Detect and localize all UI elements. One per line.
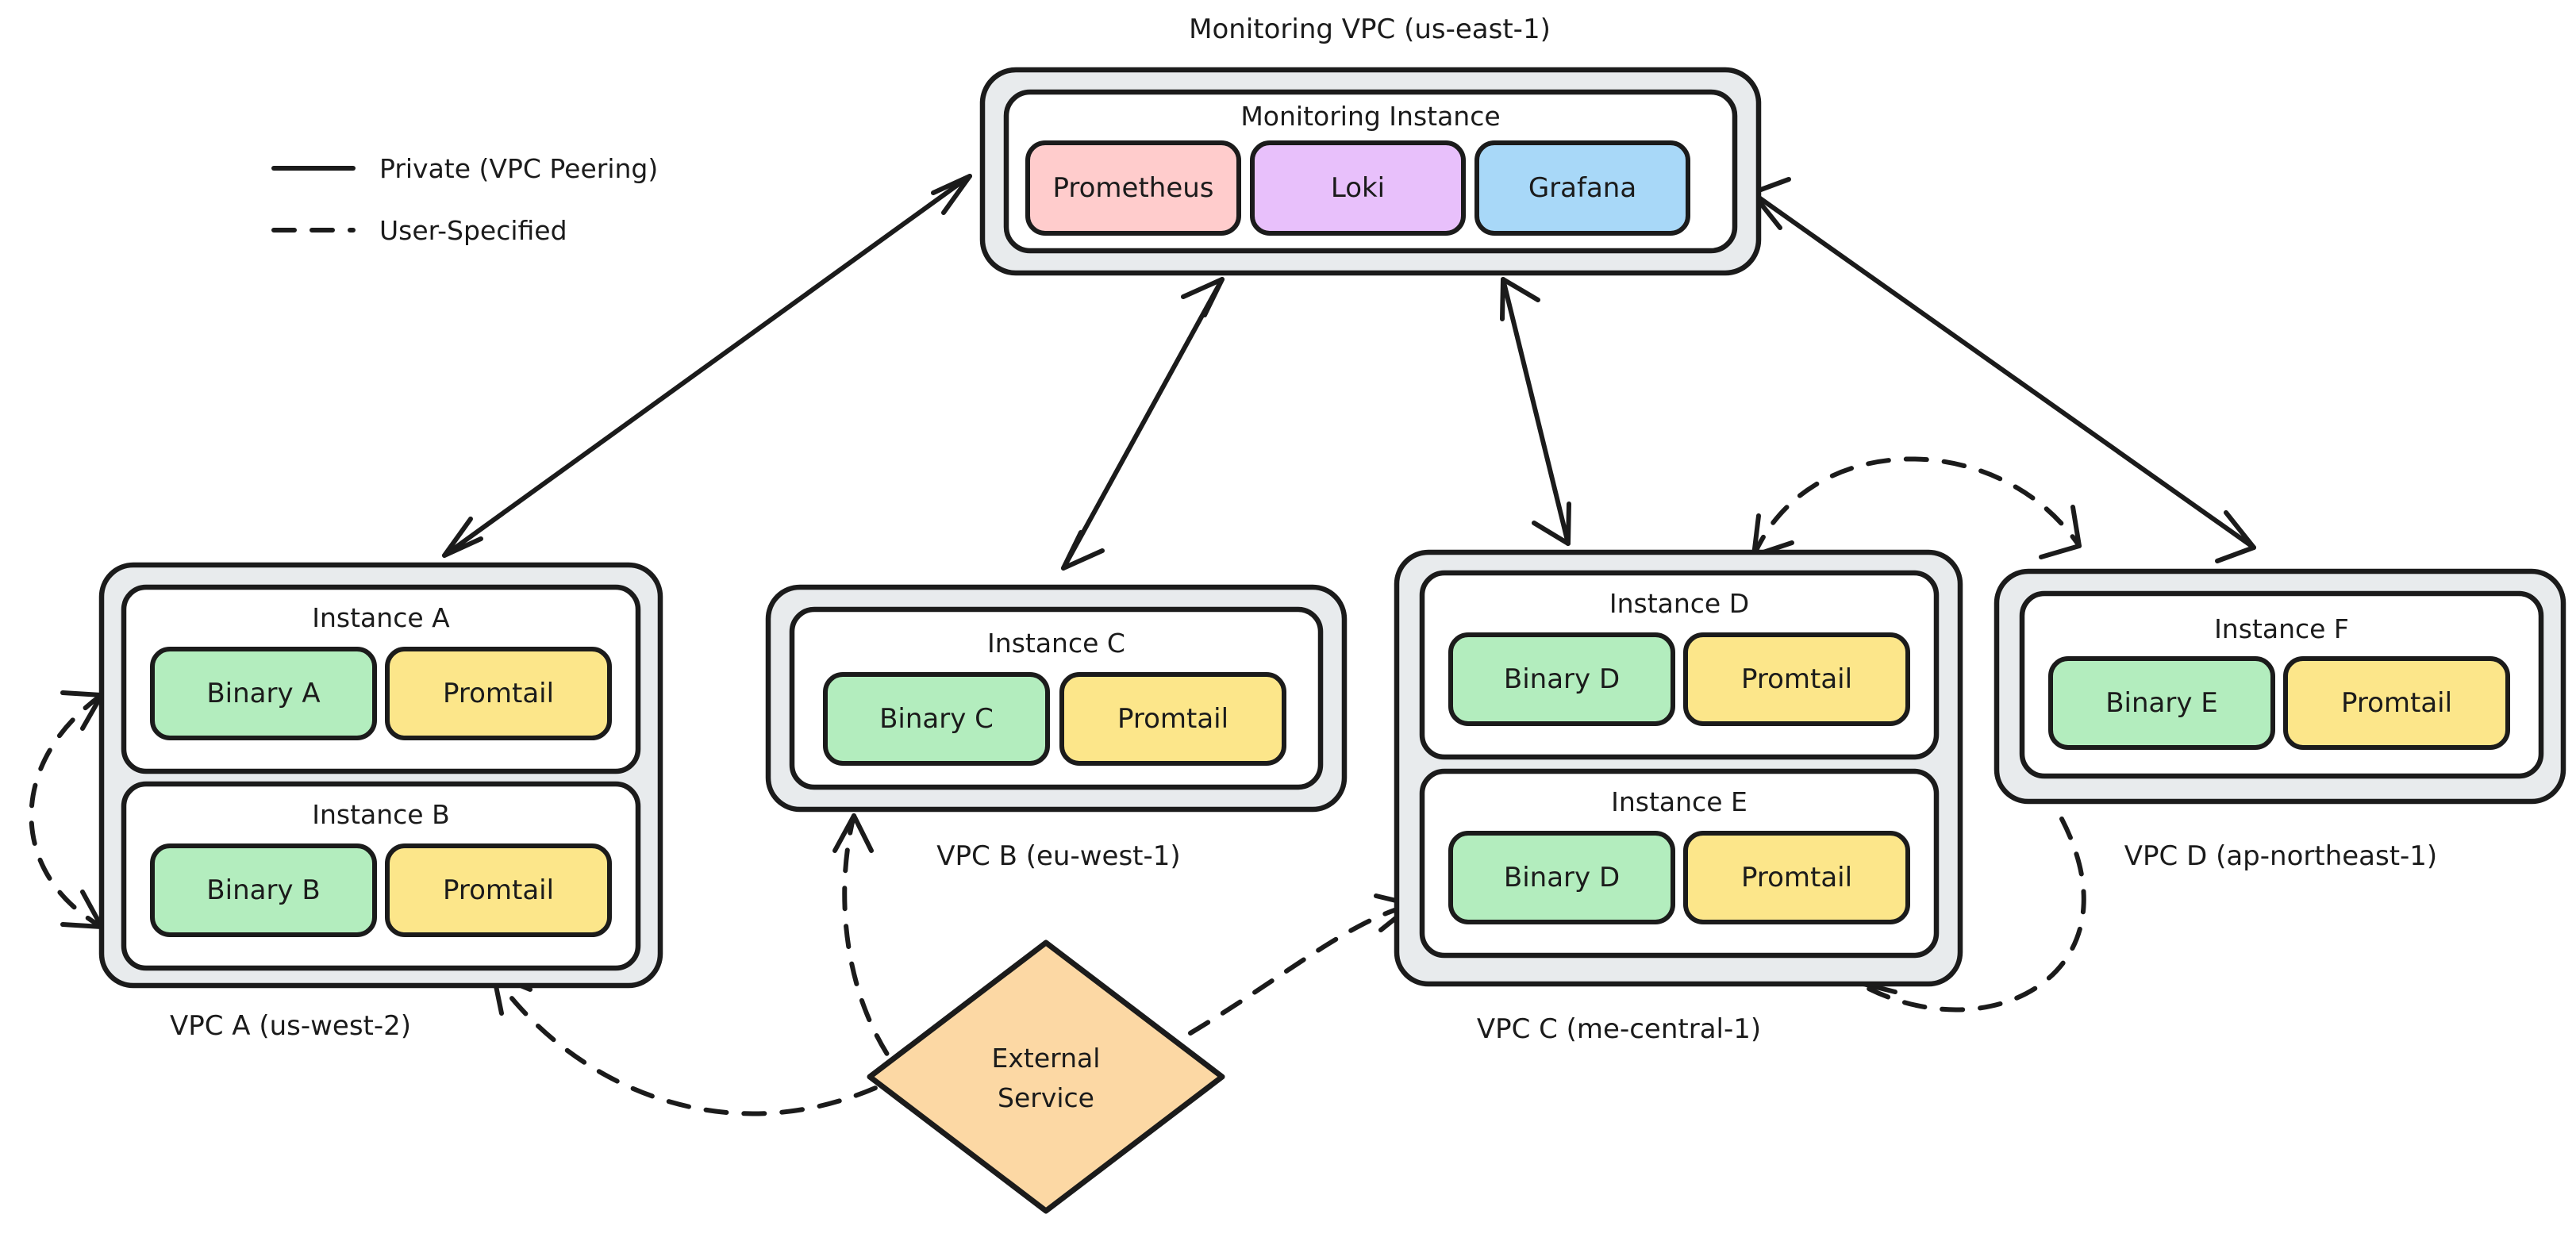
instance-a-label: Instance A bbox=[312, 602, 450, 633]
external-service-label-line2: Service bbox=[998, 1082, 1094, 1113]
binary-c-box[interactable] bbox=[823, 672, 1050, 766]
promtail-c-box[interactable] bbox=[1059, 672, 1286, 766]
promtail-a-label: Promtail bbox=[443, 678, 554, 709]
promtail-c-label: Promtail bbox=[1117, 703, 1228, 735]
binary-a-label: Binary A bbox=[206, 678, 320, 709]
binary-c-label: Binary C bbox=[879, 703, 994, 735]
instance-e[interactable]: Instance E Binary D Promtail bbox=[1419, 768, 1940, 959]
binary-e-instance-e-label: Binary D bbox=[1504, 862, 1620, 893]
grafana-label: Grafana bbox=[1528, 172, 1636, 204]
instance-d-label: Instance D bbox=[1609, 588, 1749, 619]
vpc-c[interactable]: VPC C (me-central-1) Instance D Binary D… bbox=[1394, 549, 1963, 1045]
external-service[interactable]: External Service bbox=[867, 940, 1225, 1214]
promtail-b-box[interactable] bbox=[385, 843, 612, 937]
connection-monitoring-to-vpc-a bbox=[442, 174, 972, 558]
connection-external-to-vpc-c bbox=[1188, 893, 1415, 1036]
vpc-c-label: VPC C (me-central-1) bbox=[1477, 1013, 1761, 1045]
binary-d-label: Binary D bbox=[1504, 663, 1620, 695]
legend-label-user-specified: User-Specified bbox=[379, 215, 567, 246]
prometheus-box[interactable] bbox=[1025, 140, 1241, 236]
connection-monitoring-to-vpc-c bbox=[1500, 277, 1571, 546]
monitoring-instance-label: Monitoring Instance bbox=[1240, 101, 1500, 132]
binary-b-label: Binary B bbox=[206, 874, 320, 906]
connection-instance-a-to-instance-b bbox=[29, 690, 104, 929]
connection-monitoring-to-vpc-b bbox=[1061, 277, 1225, 571]
connection-monitoring-to-vpc-d bbox=[1750, 177, 2256, 563]
binary-d-box[interactable] bbox=[1448, 632, 1675, 726]
instance-d[interactable]: Instance D Binary D Promtail bbox=[1419, 570, 1940, 760]
promtail-a-box[interactable] bbox=[385, 647, 612, 740]
binary-e-label: Binary E bbox=[2105, 687, 2218, 719]
promtail-e-box[interactable] bbox=[1683, 831, 1910, 924]
node-loki[interactable]: Loki bbox=[1250, 140, 1466, 236]
node-grafana[interactable]: Grafana bbox=[1474, 140, 1690, 236]
promtail-f-label: Promtail bbox=[2341, 687, 2452, 719]
instance-f[interactable]: Instance F Binary E Promtail bbox=[2019, 590, 2544, 779]
connection-external-to-vpc-a bbox=[491, 972, 912, 1116]
external-service-label-line1: External bbox=[992, 1043, 1101, 1074]
instance-e-label: Instance E bbox=[1611, 786, 1747, 817]
external-service-diamond[interactable] bbox=[867, 940, 1225, 1214]
legend: Private (VPC Peering) User-Specified bbox=[271, 153, 658, 246]
promtail-f-box[interactable] bbox=[2283, 656, 2510, 750]
instance-a[interactable]: Instance A Binary A Promtail bbox=[121, 584, 641, 774]
binary-a-box[interactable] bbox=[150, 647, 377, 740]
vpc-b-label: VPC B (eu-west-1) bbox=[936, 840, 1180, 872]
vpc-a[interactable]: VPC A (us-west-2) Instance A Binary A Pr… bbox=[98, 562, 663, 1042]
loki-label: Loki bbox=[1331, 172, 1385, 204]
vpc-d[interactable]: VPC D (ap-northeast-1) Instance F Binary… bbox=[1994, 568, 2566, 872]
promtail-d-box[interactable] bbox=[1683, 632, 1910, 726]
grafana-box[interactable] bbox=[1474, 140, 1690, 236]
vpc-d-label: VPC D (ap-northeast-1) bbox=[2124, 840, 2437, 872]
prometheus-label: Prometheus bbox=[1052, 172, 1213, 204]
monitoring-vpc-label: Monitoring VPC (us-east-1) bbox=[1189, 13, 1551, 45]
vpc-b[interactable]: VPC B (eu-west-1) Instance C Binary C Pr… bbox=[765, 584, 1348, 872]
instance-f-label: Instance F bbox=[2214, 613, 2349, 644]
loki-box[interactable] bbox=[1250, 140, 1466, 236]
instance-b[interactable]: Instance B Binary B Promtail bbox=[121, 781, 641, 971]
binary-b-box[interactable] bbox=[150, 843, 377, 937]
instance-b-label: Instance B bbox=[312, 799, 450, 830]
binary-e-box[interactable] bbox=[2048, 656, 2275, 750]
legend-label-private: Private (VPC Peering) bbox=[379, 153, 658, 184]
monitoring-vpc[interactable]: Monitoring VPC (us-east-1) Monitoring In… bbox=[979, 13, 1762, 276]
node-prometheus[interactable]: Prometheus bbox=[1025, 140, 1241, 236]
instance-c[interactable]: Instance C Binary C Promtail bbox=[789, 606, 1324, 790]
vpc-a-label: VPC A (us-west-2) bbox=[170, 1010, 411, 1042]
connection-vpc-c-to-vpc-d bbox=[1751, 456, 2082, 559]
binary-e-instance-e-box[interactable] bbox=[1448, 831, 1675, 924]
promtail-e-label: Promtail bbox=[1741, 862, 1852, 893]
instance-c-label: Instance C bbox=[987, 628, 1125, 659]
connections-layer bbox=[29, 174, 2256, 1116]
promtail-b-label: Promtail bbox=[443, 874, 554, 906]
promtail-d-label: Promtail bbox=[1741, 663, 1852, 695]
